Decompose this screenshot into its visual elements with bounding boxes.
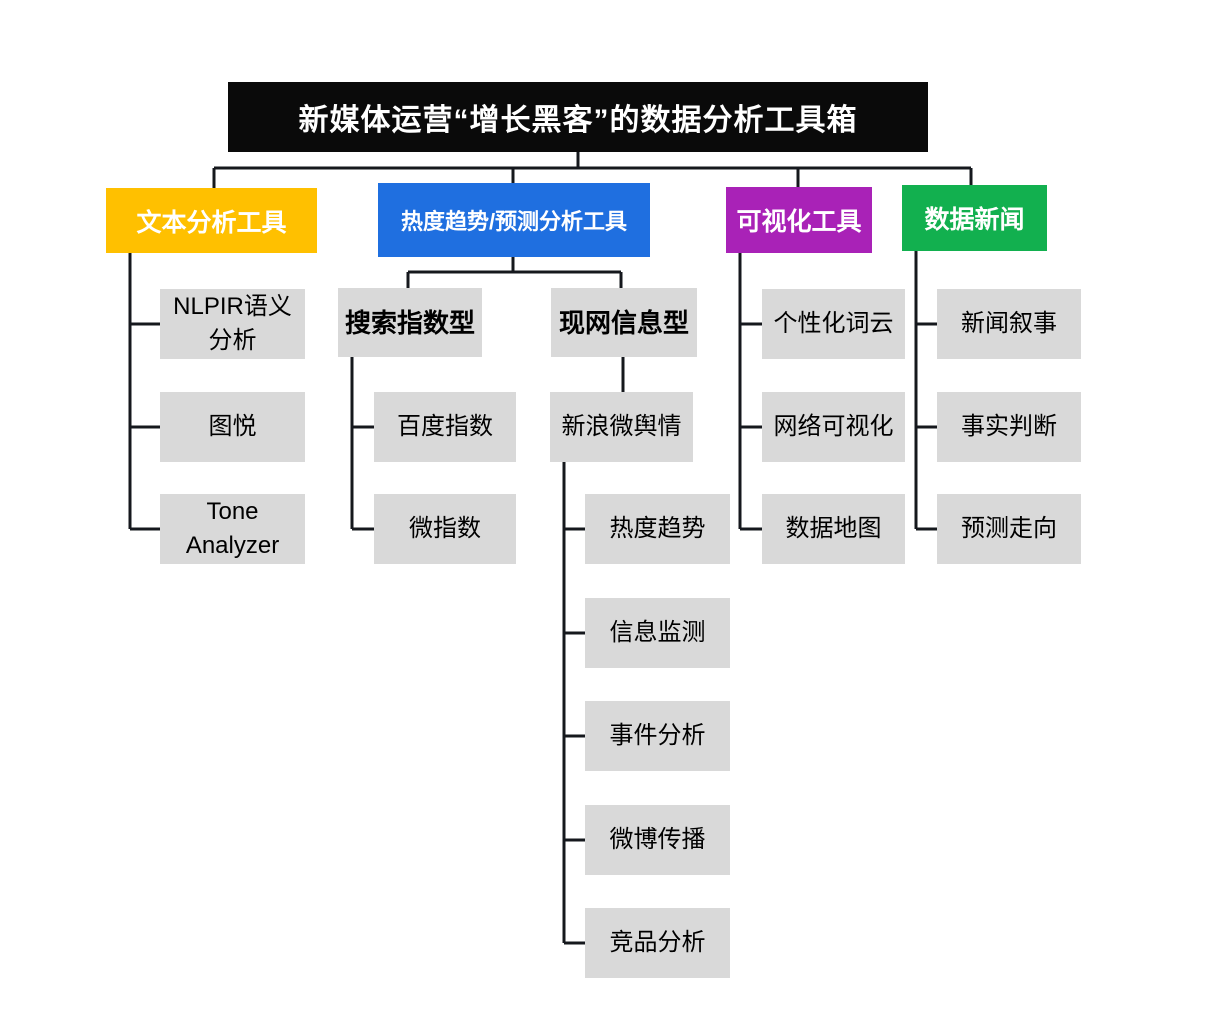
branch-visualization-tools: 可视化工具: [726, 187, 872, 253]
branch-trend-prediction-tools: 热度趋势/预测分析工具: [378, 183, 650, 257]
branch-data-news: 数据新闻: [902, 185, 1047, 251]
node-fact-judgment: 事实判断: [937, 392, 1081, 462]
connector-data-news-branch: [914, 251, 937, 531]
node-heat-trend: 热度趋势: [585, 494, 730, 564]
node-baidu-index: 百度指数: [374, 392, 516, 462]
node-competitor-analysis: 竞品分析: [585, 908, 730, 978]
node-tone-analyzer: Tone Analyzer: [160, 494, 305, 564]
connector-trend-branch-split: [406, 256, 623, 288]
node-nlpir-semantic-analysis: NLPIR语义分析: [160, 289, 305, 359]
connector-title-to-branches: [212, 152, 973, 188]
node-wei-index: 微指数: [374, 494, 516, 564]
branch-text-analysis-tools: 文本分析工具: [106, 188, 317, 253]
connector-sina-branch: [562, 462, 585, 945]
node-news-narrative: 新闻叙事: [937, 289, 1081, 359]
node-tuyue: 图悦: [160, 392, 305, 462]
chart-title: 新媒体运营“增长黑客”的数据分析工具箱: [228, 82, 928, 152]
node-sina-weiboyuqing: 新浪微舆情: [550, 392, 693, 462]
node-network-visualization: 网络可视化: [762, 392, 905, 462]
node-data-map: 数据地图: [762, 494, 905, 564]
node-prediction-direction: 预测走向: [937, 494, 1081, 564]
connector-search-index-branch: [350, 357, 374, 531]
node-event-analysis: 事件分析: [585, 701, 730, 771]
node-personalized-wordcloud: 个性化词云: [762, 289, 905, 359]
node-live-web-info-type: 现网信息型: [551, 288, 697, 357]
connector-text-analysis-branch: [128, 253, 160, 531]
connector-visualization-branch: [738, 253, 762, 531]
node-search-index-type: 搜索指数型: [338, 288, 482, 357]
node-info-monitoring: 信息监测: [585, 598, 730, 668]
node-weibo-spread: 微博传播: [585, 805, 730, 875]
